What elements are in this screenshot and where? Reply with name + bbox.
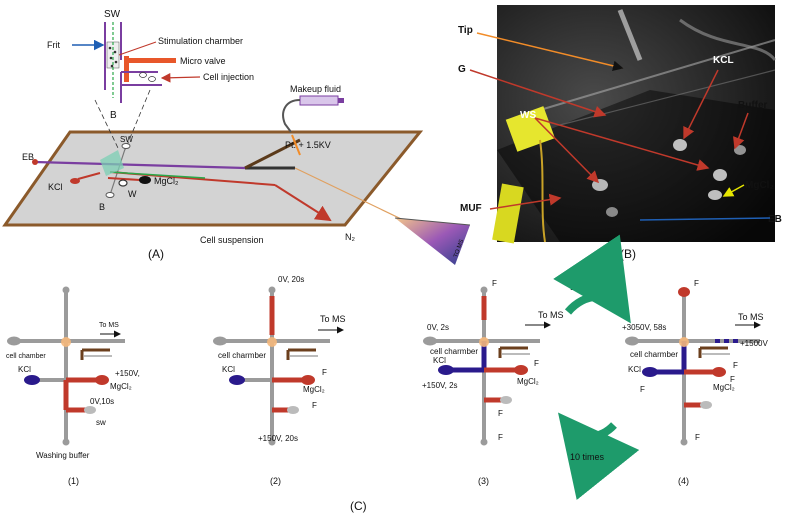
step3-kcl-voltage: +150V, 2s <box>422 381 458 390</box>
tip-label: Tip <box>458 25 473 36</box>
panel-c: To MS cell chamber KCl +150V, MgCl₂ 0V,1… <box>6 234 768 513</box>
step1-voltage: +150V, <box>115 369 140 378</box>
micro-valve-label: Micro valve <box>180 56 226 66</box>
step2-to-ms: To MS <box>320 314 346 324</box>
step1-number: (1) <box>68 476 79 486</box>
eb-label: EB <box>22 152 34 162</box>
step1-kcl: KCl <box>18 365 31 374</box>
step4-voltage1: +3050V, 58s <box>622 323 666 332</box>
sw-chip-label: SW <box>120 135 133 144</box>
step3-kcl: KCl <box>433 356 446 365</box>
step-4: F To MS +3050V, 58s +1500V cell charmber… <box>622 279 768 486</box>
step1-mgcl2: MgCl₂ <box>110 382 132 391</box>
cycle-top-label: 10 times <box>570 282 605 292</box>
step1-sw: sw <box>96 418 106 427</box>
step2-f-right: F <box>322 368 327 377</box>
step3-left-voltage: 0V, 2s <box>427 323 449 332</box>
green-arrow-top <box>553 234 631 324</box>
step4-voltage2: +1500V <box>740 339 768 348</box>
step4-f-right: F <box>733 361 738 370</box>
step-2: 0V, 20s To MS cell charmber KCl F MgCl₂ … <box>213 275 346 486</box>
stimulation-chamber-label: Stimulation charmber <box>158 36 243 46</box>
ms-inlet <box>395 218 470 265</box>
step4-cell-chamber: cell charmber <box>630 350 678 359</box>
eb-photo-label: EB <box>768 214 782 225</box>
step3-mgcl2: MgCl₂ <box>517 377 539 386</box>
frit-label: Frit <box>47 40 60 50</box>
step3-f-top: F <box>492 279 497 288</box>
b-chip-label: B <box>99 202 105 212</box>
chip-plate <box>2 130 424 227</box>
ws-label: WS <box>520 110 536 121</box>
cell-suspension-label: Cell suspension <box>200 235 264 245</box>
pt-voltage-label: Pt. + 1.5KV <box>285 140 331 150</box>
step-3: F 0V, 2s To MS cell charmber KCl +150V, … <box>422 279 564 486</box>
cycle-bottom-label: 10 times <box>570 452 605 462</box>
panel-c-label: (C) <box>350 499 367 513</box>
step4-f-bottom: F <box>695 433 700 442</box>
kcl-photo-label: KCL <box>713 55 734 66</box>
step4-number: (4) <box>678 476 689 486</box>
step2-kcl: KCl <box>222 365 235 374</box>
step4-f-top: F <box>694 279 699 288</box>
step3-cell-chamber: cell charmber <box>430 347 478 356</box>
step3-f-right: F <box>534 359 539 368</box>
green-arrow-bottom <box>557 412 640 500</box>
panel-b: Tip G WS KCL Buffer MgCl₂ EB MUF (B) <box>458 5 782 261</box>
cell-injection-label: Cell injection <box>203 72 254 82</box>
step2-mgcl2: MgCl₂ <box>303 385 325 394</box>
step2-top-voltage: 0V, 20s <box>278 275 304 284</box>
step1-washing-buffer: Washing buffer <box>36 451 90 460</box>
step4-to-ms: To MS <box>738 312 764 322</box>
step3-f-lower: F <box>498 409 503 418</box>
g-label: G <box>458 64 466 75</box>
kcl-chip-label: KCl <box>48 182 63 192</box>
b-top-label: B <box>110 110 117 121</box>
step1-sw-voltage: 0V,10s <box>90 397 114 406</box>
step4-f-lower: F <box>730 375 735 384</box>
w-chip-label: W <box>128 189 137 199</box>
step2-number: (2) <box>270 476 281 486</box>
buffer-label: Buffer <box>738 100 768 111</box>
step3-f-bottom: F <box>498 433 503 442</box>
cycle-arrows: 10 times 10 times <box>553 234 640 500</box>
step3-number: (3) <box>478 476 489 486</box>
micro-valve <box>124 58 176 63</box>
step3-to-ms: To MS <box>538 310 564 320</box>
step4-mgcl2: MgCl₂ <box>713 383 735 392</box>
n2-label: N₂ <box>345 232 355 242</box>
step2-bottom-voltage: +150V, 20s <box>258 434 298 443</box>
sw-top-label: SW <box>104 9 121 20</box>
makeup-fluid-syringe: Makeup fluid <box>282 84 344 133</box>
stimulation-inset: SW Frit Stimulation charmber Micro valve… <box>47 9 254 151</box>
panel-a: SW Frit Stimulation charmber Micro valve… <box>2 9 471 265</box>
panel-a-label: (A) <box>148 247 164 261</box>
step-1: To MS cell chamber KCl +150V, MgCl₂ 0V,1… <box>6 286 140 486</box>
step4-f-kcl: F <box>640 385 645 394</box>
step2-cell-chamber: cell charmber <box>218 351 266 360</box>
panel-b-label: (B) <box>620 247 636 261</box>
step2-f-lower: F <box>312 401 317 410</box>
step1-cell-chamber: cell chamber <box>6 353 46 360</box>
mgcl2-chip-label: MgCl₂ <box>154 176 179 186</box>
mgcl2-photo-label: MgCl₂ <box>745 180 774 191</box>
step4-kcl: KCl <box>628 365 641 374</box>
muf-label: MUF <box>460 203 482 214</box>
step1-to-ms: To MS <box>99 322 119 329</box>
makeup-fluid-label: Makeup fluid <box>290 84 341 94</box>
